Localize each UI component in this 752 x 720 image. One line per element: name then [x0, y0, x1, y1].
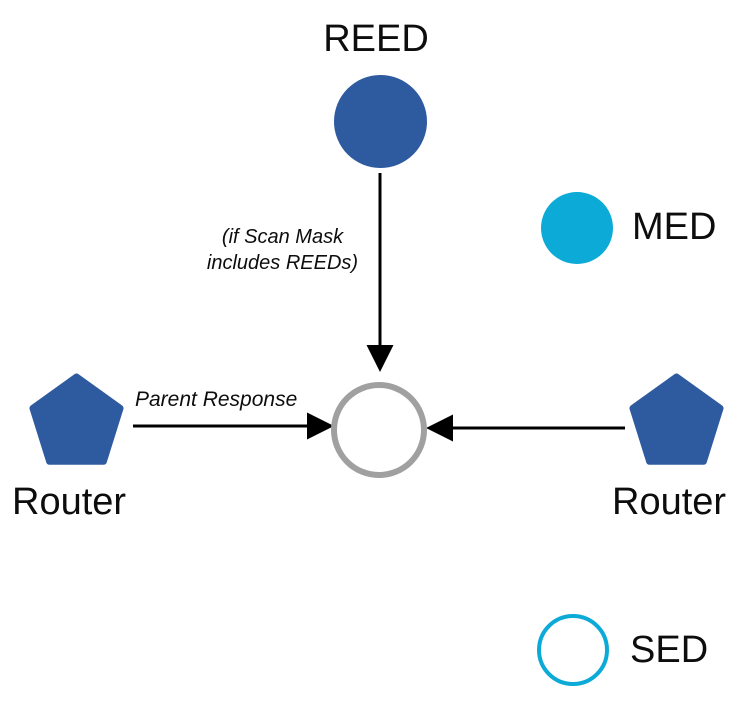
scan-mask-annotation-line2: includes REEDs)	[206, 252, 359, 275]
reed-label: REED	[0, 20, 752, 58]
sed-legend-label-text: SED	[630, 629, 709, 671]
parent-response-label: Parent Response	[135, 388, 297, 412]
router-left-label-text: Router	[12, 481, 127, 523]
med-label-text: MED	[632, 206, 717, 248]
scan-mask-annotation-line1: (if Scan Mask	[221, 226, 344, 248]
sed-legend-label: SED	[630, 631, 708, 669]
router-right-label-text: Router	[612, 481, 727, 523]
router-right-label: Router	[612, 483, 726, 521]
reed-label-text: REED	[323, 18, 429, 60]
sed-center-node[interactable]	[331, 382, 427, 478]
med-node[interactable]	[541, 192, 613, 264]
router-left-label: Router	[12, 483, 126, 521]
router-right-node[interactable]	[629, 373, 724, 469]
parent-response-label-text: Parent Response	[135, 388, 298, 411]
scan-mask-annotation: (if Scan Mask includes REEDs)	[195, 224, 370, 277]
reed-node[interactable]	[334, 75, 427, 168]
router-left-node[interactable]	[29, 373, 124, 469]
med-label: MED	[632, 208, 716, 246]
sed-legend-node[interactable]	[537, 614, 609, 686]
